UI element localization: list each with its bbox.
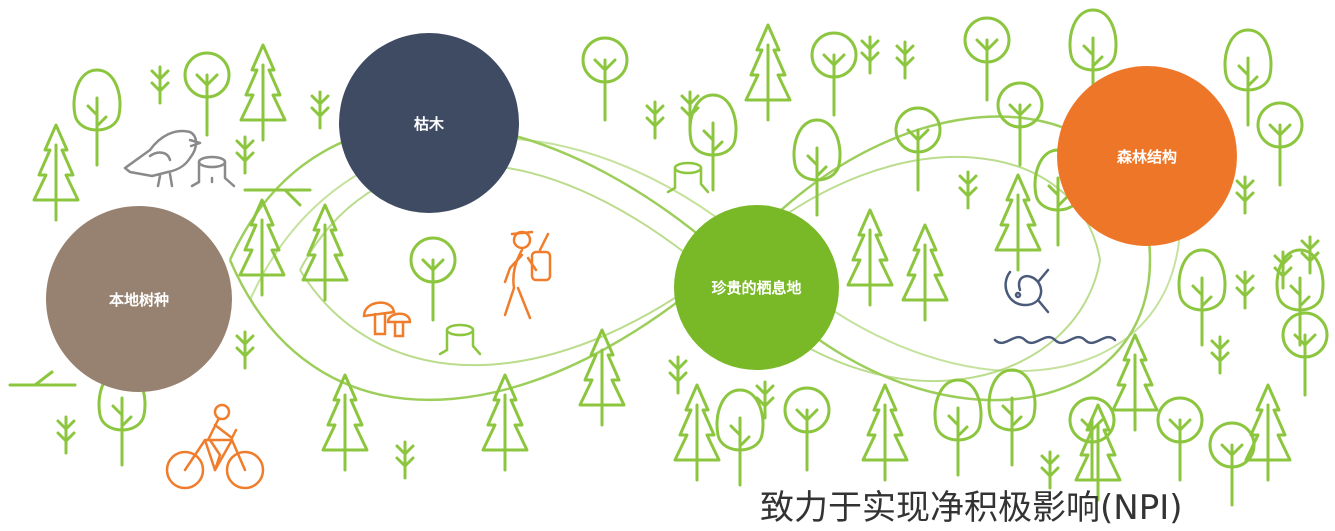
stump-icon xyxy=(190,155,710,356)
node-habitat-label: 珍贵的栖息地 xyxy=(711,279,802,297)
hiker-icon xyxy=(503,230,552,320)
node-native-species: 本地树种 xyxy=(46,206,232,392)
node-dead-wood-label: 枯木 xyxy=(413,114,444,133)
bird-icon xyxy=(123,129,202,188)
caption-npi: 致力于实现净积极影响(NPI) xyxy=(760,488,1183,528)
node-native-species-label: 本地树种 xyxy=(108,290,169,309)
node-habitat: 珍贵的栖息地 xyxy=(674,205,839,370)
branch-icon xyxy=(8,188,312,387)
mushroom-icon xyxy=(362,301,412,338)
water-waves-icon xyxy=(993,335,1117,345)
node-dead-wood: 枯木 xyxy=(339,33,519,213)
node-forest-structure: 森林结构 xyxy=(1057,66,1237,246)
fish-icon xyxy=(1004,268,1050,314)
cyclist-icon xyxy=(165,403,265,490)
node-forest-structure-label: 森林结构 xyxy=(1116,147,1177,166)
